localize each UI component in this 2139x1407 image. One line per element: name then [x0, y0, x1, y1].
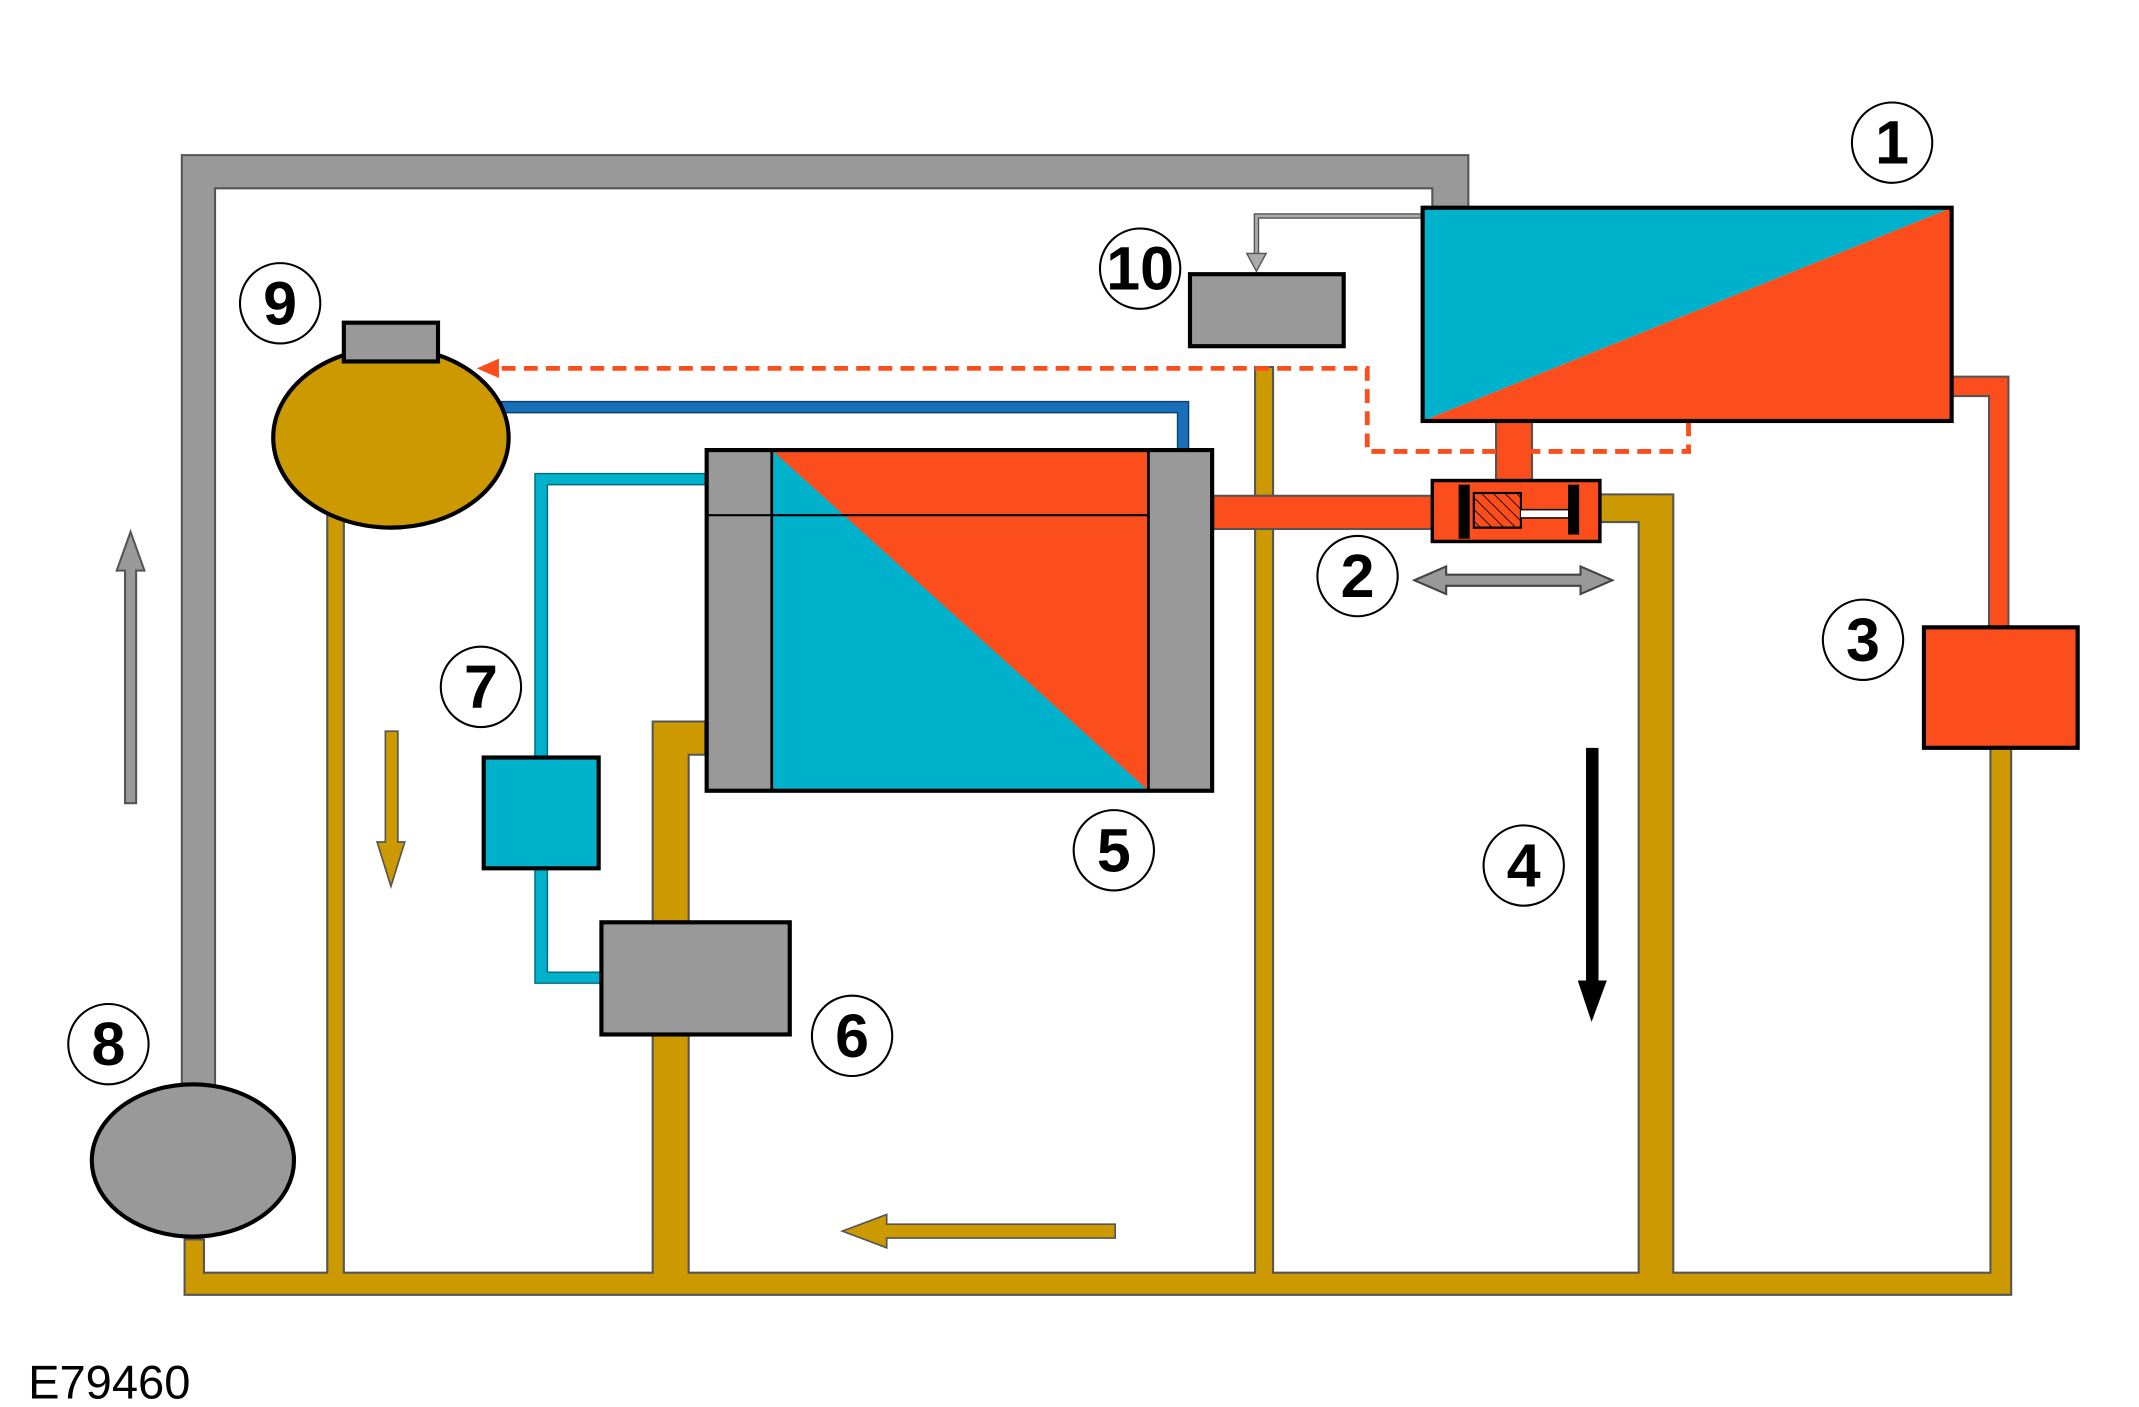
dashed-vent-line — [476, 358, 1691, 454]
thermostat-valve — [1430, 478, 1602, 544]
svg-text:7: 7 — [464, 653, 498, 721]
callout-9: 9 — [238, 262, 322, 345]
sensor-line-arrowhead — [1245, 252, 1268, 273]
svg-text:9: 9 — [263, 269, 297, 337]
callout-2: 2 — [1316, 534, 1399, 618]
svg-text:1: 1 — [1875, 109, 1909, 177]
svg-text:8: 8 — [91, 1010, 125, 1078]
callout-8: 8 — [67, 1002, 150, 1086]
callout-7: 7 — [439, 645, 523, 729]
callout-10: 10 — [1098, 227, 1182, 310]
flow-arrow-down-black — [1577, 747, 1607, 1023]
callout-3: 3 — [1821, 598, 1905, 681]
svg-text:5: 5 — [1097, 816, 1131, 884]
svg-text:10: 10 — [1106, 235, 1174, 303]
flow-arrow-down-gold — [375, 730, 406, 890]
radiator — [704, 447, 1215, 793]
callout-5: 5 — [1072, 809, 1156, 892]
svg-text:3: 3 — [1846, 606, 1880, 674]
sensor-line-10 — [1253, 213, 1422, 259]
component-7-box — [481, 755, 601, 871]
flow-arrow-up-grey — [115, 528, 146, 805]
engine-block — [1420, 205, 1954, 424]
callout-1: 1 — [1850, 101, 1934, 184]
callout-4: 4 — [1482, 824, 1565, 907]
callout-6: 6 — [810, 994, 894, 1078]
expansion-tank — [271, 320, 511, 530]
svg-text:6: 6 — [835, 1002, 869, 1070]
component-3-box — [1921, 625, 2080, 750]
valve-travel-arrow — [1411, 564, 1615, 596]
coolant-pump — [89, 1082, 297, 1239]
svg-text:4: 4 — [1507, 832, 1541, 900]
svg-text:2: 2 — [1341, 542, 1375, 610]
component-10-box — [1187, 272, 1346, 349]
figure-id: E79460 — [28, 1356, 190, 1407]
flow-arrow-left-gold — [840, 1213, 1117, 1249]
component-6-box — [599, 920, 792, 1037]
